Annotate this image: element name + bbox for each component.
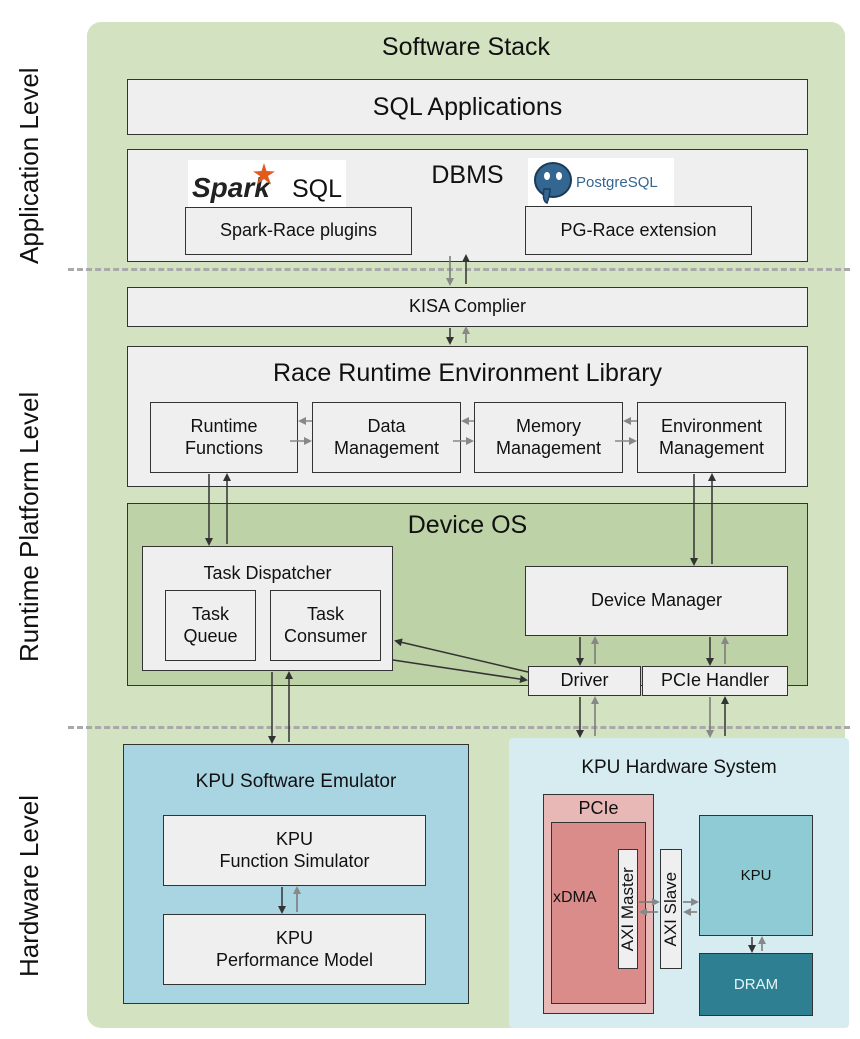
dbms-title: DBMS: [431, 161, 504, 189]
device-os-title: Device OS: [407, 511, 528, 539]
kpu-function-simulator-line1: KPU: [275, 828, 313, 849]
device-manager-box: Device Manager: [525, 566, 788, 636]
spark-logo-text: Spark: [192, 172, 270, 203]
data-management-line2: Management: [333, 437, 440, 458]
data-management-box: Data Management: [312, 402, 461, 473]
kpu-function-simulator-box: KPU Function Simulator: [163, 815, 426, 886]
memory-management-line2: Management: [495, 437, 602, 458]
pcie-label: PCIe: [578, 798, 619, 818]
kpu-software-emulator-title: KPU Software Emulator: [195, 771, 397, 792]
kpu-performance-model-line1: KPU: [275, 927, 313, 948]
driver-box: Driver: [528, 666, 641, 696]
arrow-dispatcher-to-driver: [392, 659, 528, 684]
task-queue-box: Task Queue: [165, 590, 256, 661]
task-consumer-line2: Consumer: [283, 625, 368, 646]
task-queue-line1: Task: [191, 603, 229, 624]
dram-box: DRAM: [699, 953, 813, 1016]
axi-slave-box: AXI Slave: [660, 849, 682, 969]
runtime-functions-line2: Functions: [184, 437, 264, 458]
postgresql-elephant-icon: [534, 162, 572, 204]
spark-sql-logo: Spark SQL: [188, 160, 346, 210]
level-separator-top: [68, 268, 850, 271]
kpu-performance-model-line2: Performance Model: [215, 949, 374, 970]
environment-management-line2: Management: [658, 437, 765, 458]
runtime-functions-box: Runtime Functions: [150, 402, 298, 473]
data-management-line1: Data: [367, 415, 406, 436]
software-stack-title: Software Stack: [381, 33, 551, 61]
environment-management-line1: Environment: [660, 415, 763, 436]
spark-sql-text: SQL: [292, 175, 343, 203]
kpu-performance-model-box: KPU Performance Model: [163, 914, 426, 985]
task-consumer-line1: Task: [306, 603, 344, 624]
spark-star-icon: [253, 163, 275, 185]
memory-management-box: Memory Management: [474, 402, 623, 473]
kpu-box: KPU: [699, 815, 813, 936]
runtime-functions-line1: Runtime: [190, 415, 258, 436]
level-separator-bottom: [68, 726, 850, 729]
sql-applications-box: SQL Applications: [127, 79, 808, 135]
environment-management-box: Environment Management: [637, 402, 786, 473]
arrow-driver-to-dispatcher: [394, 638, 529, 673]
memory-management-line1: Memory: [515, 415, 581, 436]
postgresql-logo: PostgreSQL: [528, 158, 674, 206]
task-consumer-box: Task Consumer: [270, 590, 381, 661]
task-queue-line2: Queue: [183, 625, 238, 646]
spark-race-plugins-box: Spark-Race plugins: [185, 207, 412, 255]
pg-race-extension-box: PG-Race extension: [525, 206, 752, 255]
xdma-label: xDMA: [553, 889, 597, 906]
postgresql-logo-text: PostgreSQL: [576, 174, 658, 191]
kpu-function-simulator-line2: Function Simulator: [219, 850, 370, 871]
task-dispatcher-title: Task Dispatcher: [203, 563, 332, 583]
pcie-handler-box: PCIe Handler: [642, 666, 788, 696]
race-runtime-library-title: Race Runtime Environment Library: [272, 359, 663, 387]
kisa-compiler-box: KISA Complier: [127, 287, 808, 327]
axi-master-box: AXI Master: [618, 849, 638, 969]
kpu-hardware-system-title: KPU Hardware System: [581, 757, 777, 778]
